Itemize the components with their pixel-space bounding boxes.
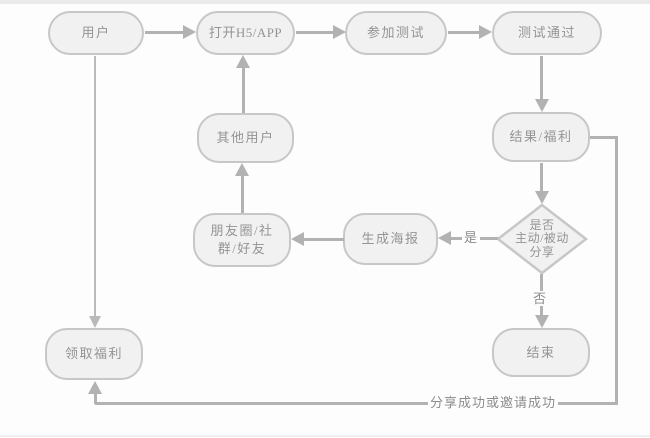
node-generate-poster-label: 生成海报	[361, 231, 420, 246]
decision-share-diamond: 是否 主动/被动 分享	[496, 203, 588, 275]
bottom-border-line	[0, 435, 650, 437]
node-friends-groups-line2: 群/好友	[217, 241, 267, 256]
edge-friends-to-other-users	[241, 176, 244, 213]
decision-share-text: 是否 主动/被动 分享	[496, 203, 588, 275]
node-open-h5-app-label: 打开H5/APP	[208, 25, 283, 40]
node-take-test-label: 参加测试	[366, 25, 425, 40]
arrow-head-passed-to-result	[535, 99, 549, 112]
node-open-h5-app: 打开H5/APP	[196, 11, 295, 55]
node-other-users: 其他用户	[197, 113, 294, 163]
arrow-head-decision-yes-to-poster	[438, 231, 451, 245]
arrow-head-user-to-open	[183, 25, 196, 39]
edge-poster-to-friends	[304, 238, 344, 241]
node-friends-groups: 朋友圈/社 群/好友	[193, 213, 291, 267]
node-other-users-label: 其他用户	[216, 130, 275, 145]
node-end: 结束	[492, 328, 590, 377]
edge-passed-to-result	[540, 56, 543, 100]
node-claim-benefit: 领取福利	[45, 328, 143, 380]
node-test-passed: 测试通过	[492, 11, 602, 55]
decision-line1: 是否	[529, 217, 555, 232]
edge-loop-right-vertical	[615, 136, 618, 405]
node-take-test: 参加测试	[345, 11, 447, 55]
arrow-head-user-to-claim	[89, 316, 101, 328]
decision-line2: 主动/被动	[515, 231, 569, 246]
edge-loop-bottom-horizontal	[95, 402, 618, 405]
node-generate-poster: 生成海报	[343, 213, 438, 265]
edge-take-test-to-passed	[448, 31, 480, 34]
arrow-head-open-to-take-test	[333, 25, 346, 39]
edge-user-to-claim	[94, 56, 96, 317]
edge-loop-result-right-stub	[590, 136, 618, 139]
arrow-head-take-test-to-passed	[479, 25, 492, 39]
edge-label-no: 否	[531, 291, 550, 306]
node-result-benefit-label: 结果/福利	[509, 129, 573, 144]
edge-other-users-to-open	[242, 68, 245, 113]
edge-open-to-take-test	[296, 31, 334, 34]
edge-label-yes: 是	[462, 230, 481, 245]
node-friends-groups-line1: 朋友圈/社	[210, 223, 274, 238]
arrow-head-friends-to-other-users	[235, 163, 249, 176]
node-user-label: 用户	[81, 25, 111, 40]
arrow-head-other-users-to-open	[236, 55, 250, 68]
arrow-head-result-to-decision	[535, 191, 549, 204]
edge-loop-left-stub	[94, 394, 97, 404]
node-result-benefit: 结果/福利	[492, 112, 590, 162]
decision-line3: 分享	[529, 244, 555, 259]
edge-result-to-decision	[540, 163, 543, 192]
node-user: 用户	[48, 11, 144, 55]
top-border-band	[0, 0, 650, 4]
edge-label-share-success: 分享成功或邀请成功	[428, 395, 559, 410]
node-test-passed-label: 测试通过	[517, 25, 576, 40]
diamond-shape-icon	[496, 203, 588, 275]
arrow-head-loop-to-claim	[88, 381, 102, 394]
arrow-head-poster-to-friends	[291, 232, 304, 246]
arrow-head-decision-no-to-end	[535, 315, 549, 328]
node-end-label: 结束	[526, 344, 556, 360]
node-claim-benefit-label: 领取福利	[64, 346, 123, 361]
edge-user-to-open	[145, 31, 185, 34]
